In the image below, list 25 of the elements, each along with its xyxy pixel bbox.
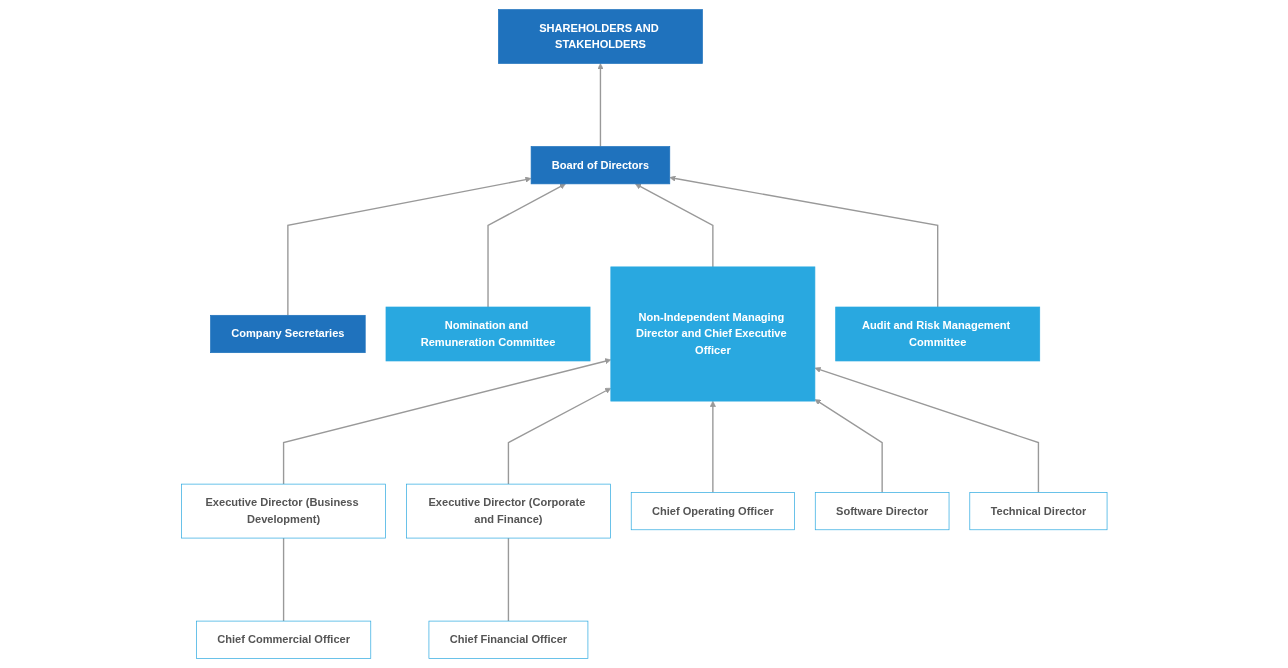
node-box: Chief Commercial Officer bbox=[195, 620, 371, 659]
node-box: Executive Director (Business Development) bbox=[180, 483, 386, 539]
arrow bbox=[286, 176, 532, 316]
node-box: Technical Director bbox=[969, 492, 1108, 531]
node-box: SHAREHOLDERS AND STAKEHOLDERS bbox=[497, 9, 703, 64]
node-box: Board of Directors bbox=[530, 146, 670, 185]
node-box: Company Secretaries bbox=[209, 314, 366, 353]
node-box: Executive Director (Corporate and Finance) bbox=[405, 483, 611, 539]
node-box: Chief Financial Officer bbox=[428, 620, 588, 659]
node-box: Chief Operating Officer bbox=[630, 492, 795, 531]
arrow bbox=[814, 399, 883, 494]
connector bbox=[282, 537, 284, 622]
arrow bbox=[487, 183, 566, 308]
connector bbox=[507, 537, 509, 622]
arrow bbox=[814, 366, 1039, 494]
node-box: Nomination and Remuneration Committee bbox=[385, 306, 591, 362]
arrow bbox=[669, 175, 939, 308]
node-box: Audit and Risk Management Committee bbox=[835, 306, 1040, 362]
arrow bbox=[282, 358, 611, 485]
arrow bbox=[709, 400, 716, 494]
arrow bbox=[634, 183, 714, 268]
node-box: Software Director bbox=[814, 492, 950, 531]
arrow bbox=[597, 63, 604, 148]
arrow bbox=[507, 387, 611, 485]
node-box: Non-Independent Managing Director and Chief Executive Officer bbox=[610, 266, 815, 402]
